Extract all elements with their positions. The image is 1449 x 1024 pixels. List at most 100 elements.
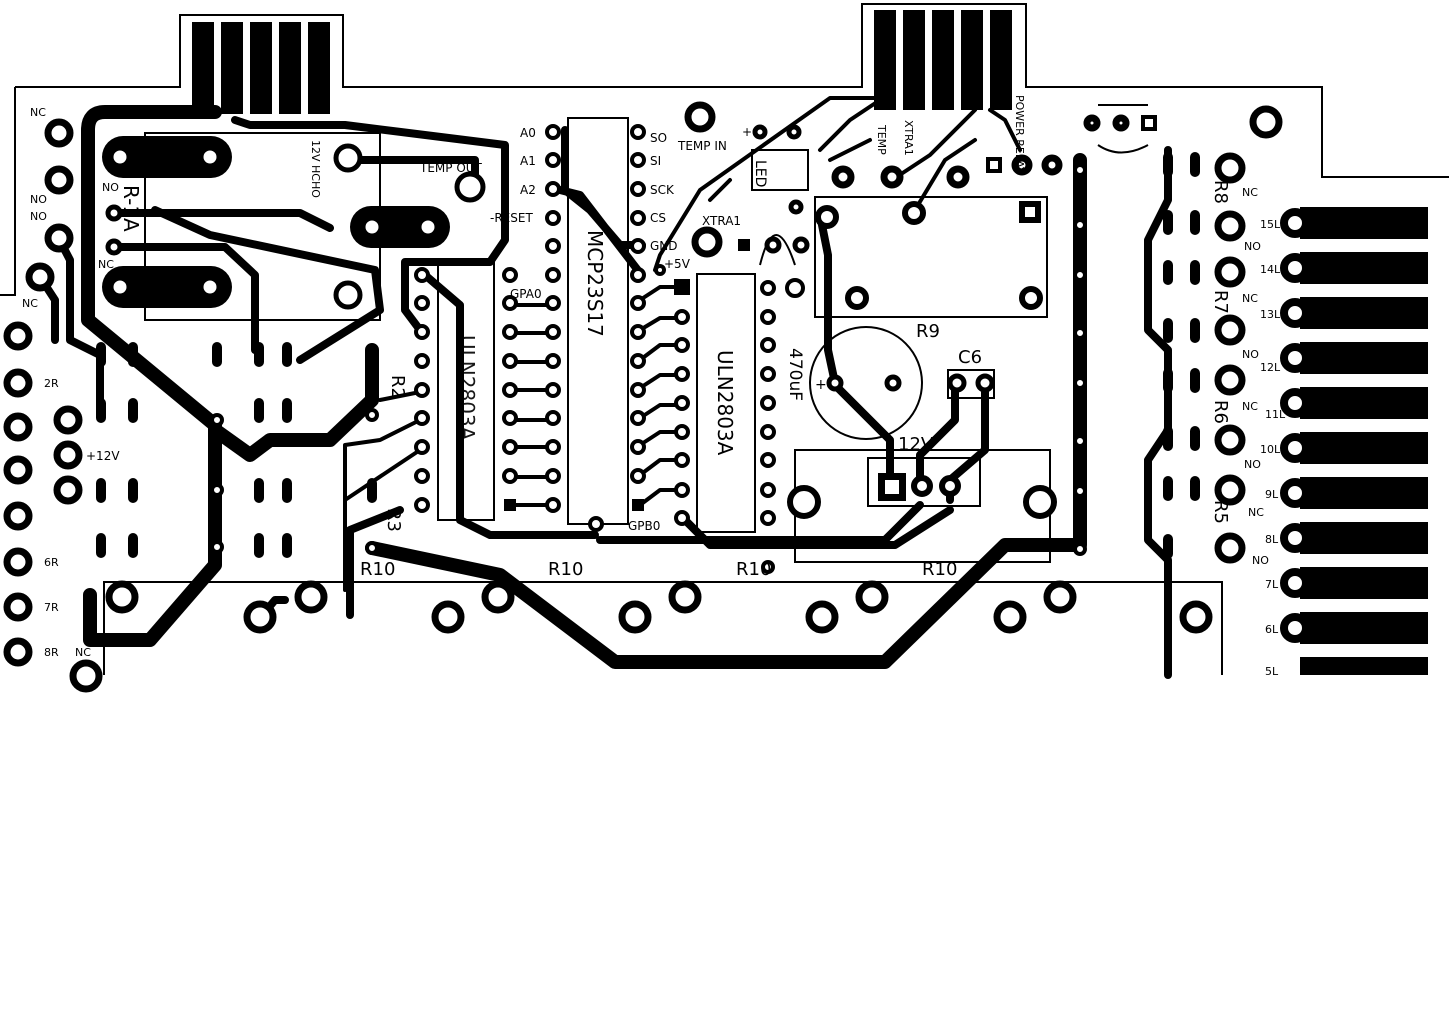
pin-labels: A0 A1 A2 -RESET SO SI SCK CS GND +5V GPA… [490, 126, 691, 533]
label-temp-out: TEMP OUT [419, 161, 483, 175]
nc-label: NC [1242, 292, 1258, 305]
right-terminal-block [1280, 207, 1428, 675]
chip-labels: MCP23S17 ULN2803A ULN2803A 470uF [455, 230, 805, 456]
terminal-label: 10L [1260, 443, 1281, 456]
pin-gpb0: GPB0 [628, 519, 660, 533]
pin-gpa0: GPA0 [510, 287, 542, 301]
cap-value-label: 470uF [785, 348, 805, 401]
pin-5v: +5V [664, 257, 691, 271]
pin-a0: A0 [520, 126, 536, 140]
nc-label: NC [75, 646, 91, 659]
signal-traces [343, 96, 1022, 592]
label-c6: C6 [958, 347, 982, 368]
no-label: NO [1242, 348, 1259, 361]
nc-label: NC [22, 297, 38, 310]
nc-label: NC [30, 106, 46, 119]
label-relay-note: 12V HCHO [309, 140, 322, 198]
label-12v: 12V [898, 434, 934, 455]
regulator-12v [787, 449, 1057, 563]
board-outline [0, 3, 1449, 675]
code-label: 2R [44, 377, 59, 390]
terminal-labels: 15L 14L 13L 12L 11L 10L 9L 8L 7L 6L 5L [1260, 218, 1286, 678]
chip-label-uln2803a-right: ULN2803A [713, 350, 737, 456]
label-r6: R6 [1210, 400, 1231, 424]
square-pad [738, 239, 750, 251]
contact-labels: NC NO NO NO NC NC NC NC NO NC NO NC NO N… [22, 106, 1269, 659]
code-label: 7R [44, 601, 59, 614]
chip-label-mcp23s17: MCP23S17 [583, 230, 607, 337]
terminal-label: 13L [1260, 308, 1281, 321]
part-labels: R9 C6 12V XTRA1 TEMP IN TEMP OUT POWER R… [86, 95, 1231, 580]
label-r9: R9 [916, 321, 940, 342]
label-relay-left: R-1A [119, 185, 143, 232]
nc-label: NC [98, 258, 114, 271]
top-left-edge-connector [192, 22, 330, 114]
label-xtra-header: XTRA1 [902, 120, 915, 156]
nc-label: NC [1242, 186, 1258, 199]
sensor-outline [1097, 104, 1149, 154]
label-led: LED [752, 160, 768, 187]
code-label: 8R [44, 646, 59, 659]
misc-pads [3, 101, 1283, 693]
bus-pads [210, 163, 1087, 574]
no-label: NO [1244, 240, 1261, 253]
square-pad [1141, 115, 1157, 131]
left-relay-outline [102, 132, 486, 321]
label-xtra1: XTRA1 [702, 214, 741, 228]
label-r10-3: R10 [736, 559, 771, 580]
terminal-label: 15L [1260, 218, 1281, 231]
no-label: NO [1244, 458, 1261, 471]
pin-cs: CS [650, 211, 666, 225]
label-r5: R5 [1210, 500, 1231, 524]
code-label: 6R [44, 556, 59, 569]
terminal-label: 6L [1265, 623, 1279, 636]
no-label: NO [30, 210, 47, 223]
top-right-edge-connector [874, 10, 1012, 110]
chip-mcp23s17 [502, 117, 646, 532]
chip-uln2803a-left [414, 261, 495, 521]
label-r10-4: R10 [922, 559, 957, 580]
terminal-label: 8L [1265, 533, 1279, 546]
terminal-label: 7L [1265, 578, 1279, 591]
pin-gnd: GND [650, 239, 678, 253]
terminal-label: 5L [1265, 665, 1279, 678]
left-code-labels: 2R 6R 7R 8R [44, 377, 59, 659]
chip-uln2803a-right [674, 273, 805, 533]
label-plus: + [742, 125, 752, 139]
pin-si: SI [650, 154, 661, 168]
no-label: NO [1252, 554, 1269, 567]
terminal-label: 9L [1265, 488, 1279, 501]
pin-a2: A2 [520, 183, 536, 197]
label-12v-rail: +12V [86, 449, 120, 463]
label-r7: R7 [1210, 290, 1231, 314]
capacitor-c6 [947, 369, 995, 399]
label-r3: R3 [383, 508, 404, 532]
terminal-label: 14L [1260, 263, 1281, 276]
resistor-pad-pairs [96, 152, 1200, 559]
label-cap-plus: + [815, 377, 827, 393]
label-temp-header: TEMP [875, 124, 888, 155]
bus-traces [36, 116, 1172, 679]
label-r8: R8 [1210, 180, 1231, 204]
pin-reset: -RESET [490, 211, 533, 225]
led-outline [751, 149, 809, 266]
pin-a1: A1 [520, 154, 536, 168]
no-label: NO [102, 181, 119, 194]
label-r2: R2 [387, 375, 408, 399]
pin-sck: SCK [650, 183, 675, 197]
terminal-label: 11L [1265, 408, 1286, 421]
terminal-label: 12L [1260, 361, 1281, 374]
led-pads [752, 124, 810, 254]
capacitor-470uf [809, 326, 923, 440]
power-relay-outline [814, 196, 1048, 318]
nc-label: NC [1248, 506, 1264, 519]
chip-label-uln2803a-left: ULN2803A [455, 335, 479, 441]
no-label: NO [30, 193, 47, 206]
nc-label: NC [1242, 400, 1258, 413]
square-pad [986, 157, 1002, 173]
label-power-relay: POWER RELAY [1013, 95, 1026, 174]
label-temp-in: TEMP IN [677, 139, 727, 153]
label-r10-2: R10 [548, 559, 583, 580]
pin-so: SO [650, 131, 667, 145]
